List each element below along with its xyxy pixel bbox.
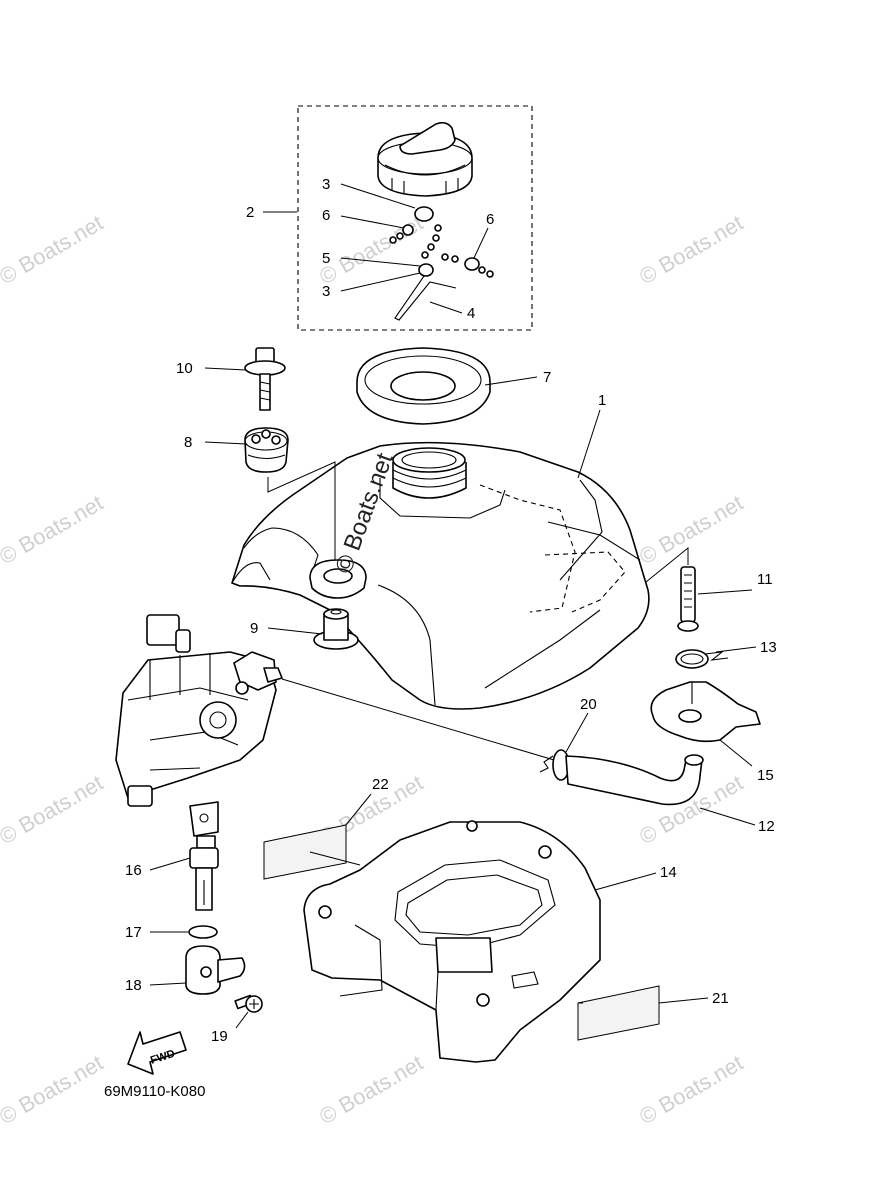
hose-clip-13 bbox=[675, 649, 729, 669]
joint-plate bbox=[650, 681, 761, 743]
fwd-arrow-icon: FWD bbox=[127, 1031, 187, 1075]
callout-9: 9 bbox=[250, 620, 258, 637]
callout-1: 1 bbox=[598, 392, 606, 409]
fuel-line-leader bbox=[281, 678, 555, 761]
callout-6: 6 bbox=[486, 211, 494, 228]
callout-18: 18 bbox=[125, 977, 142, 994]
callout-7: 7 bbox=[543, 369, 551, 386]
screw-19 bbox=[234, 994, 263, 1013]
choke-lever bbox=[185, 945, 246, 995]
filler-grommet bbox=[356, 347, 491, 425]
callout-21: 21 bbox=[712, 990, 729, 1007]
hose-clip-20 bbox=[539, 749, 570, 781]
callout-19: 19 bbox=[211, 1028, 228, 1045]
callout-5: 5 bbox=[322, 250, 330, 267]
decal-21 bbox=[577, 985, 660, 1041]
callout-17: 17 bbox=[125, 924, 142, 941]
callout-13: 13 bbox=[760, 639, 777, 656]
callout-22: 22 bbox=[372, 776, 389, 793]
callout-3: 3 bbox=[322, 283, 330, 300]
bottom-cowling bbox=[303, 820, 601, 1063]
carburetor bbox=[115, 614, 283, 807]
vent-screw bbox=[244, 347, 286, 411]
o-ring bbox=[188, 925, 218, 939]
callout-10: 10 bbox=[176, 360, 193, 377]
callout-3: 3 bbox=[322, 176, 330, 193]
callout-14: 14 bbox=[660, 864, 677, 881]
callout-8: 8 bbox=[184, 434, 192, 451]
fuel-cap bbox=[377, 121, 473, 197]
tether-chain bbox=[389, 206, 494, 321]
callout-4: 4 bbox=[467, 305, 475, 322]
drawing-code: 69M9110-K080 bbox=[104, 1083, 206, 1100]
choke-rod bbox=[189, 801, 219, 911]
vent-valve bbox=[244, 427, 289, 473]
callout-6: 6 bbox=[322, 207, 330, 224]
fuel-filter bbox=[677, 566, 699, 632]
watermark: © Boats.net bbox=[315, 1050, 427, 1129]
callout-12: 12 bbox=[758, 818, 775, 835]
watermark: © Boats.net bbox=[0, 1050, 107, 1129]
watermark: © Boats.net bbox=[635, 490, 747, 569]
tank-grommet bbox=[313, 608, 359, 650]
watermark: © Boats.net bbox=[635, 1050, 747, 1129]
watermark: © Boats.net bbox=[635, 210, 747, 289]
callout-16: 16 bbox=[125, 862, 142, 879]
callout-15: 15 bbox=[757, 767, 774, 784]
callout-2: 2 bbox=[246, 204, 254, 221]
callout-20: 20 bbox=[580, 696, 597, 713]
callouts: 1 2 3 3 4 5 6 6 7 8 9 10 11 12 13 14 15 … bbox=[125, 176, 777, 1045]
watermark: © Boats.net bbox=[0, 490, 107, 569]
leader-lines bbox=[149, 183, 757, 1029]
decal-22 bbox=[263, 824, 347, 880]
watermark: © Boats.net bbox=[0, 770, 107, 849]
cap-kit-box bbox=[297, 105, 533, 331]
fuel-tank bbox=[231, 441, 650, 710]
fuel-hose bbox=[565, 754, 704, 806]
callout-11: 11 bbox=[757, 571, 773, 588]
watermark: © Boats.net bbox=[0, 210, 107, 289]
